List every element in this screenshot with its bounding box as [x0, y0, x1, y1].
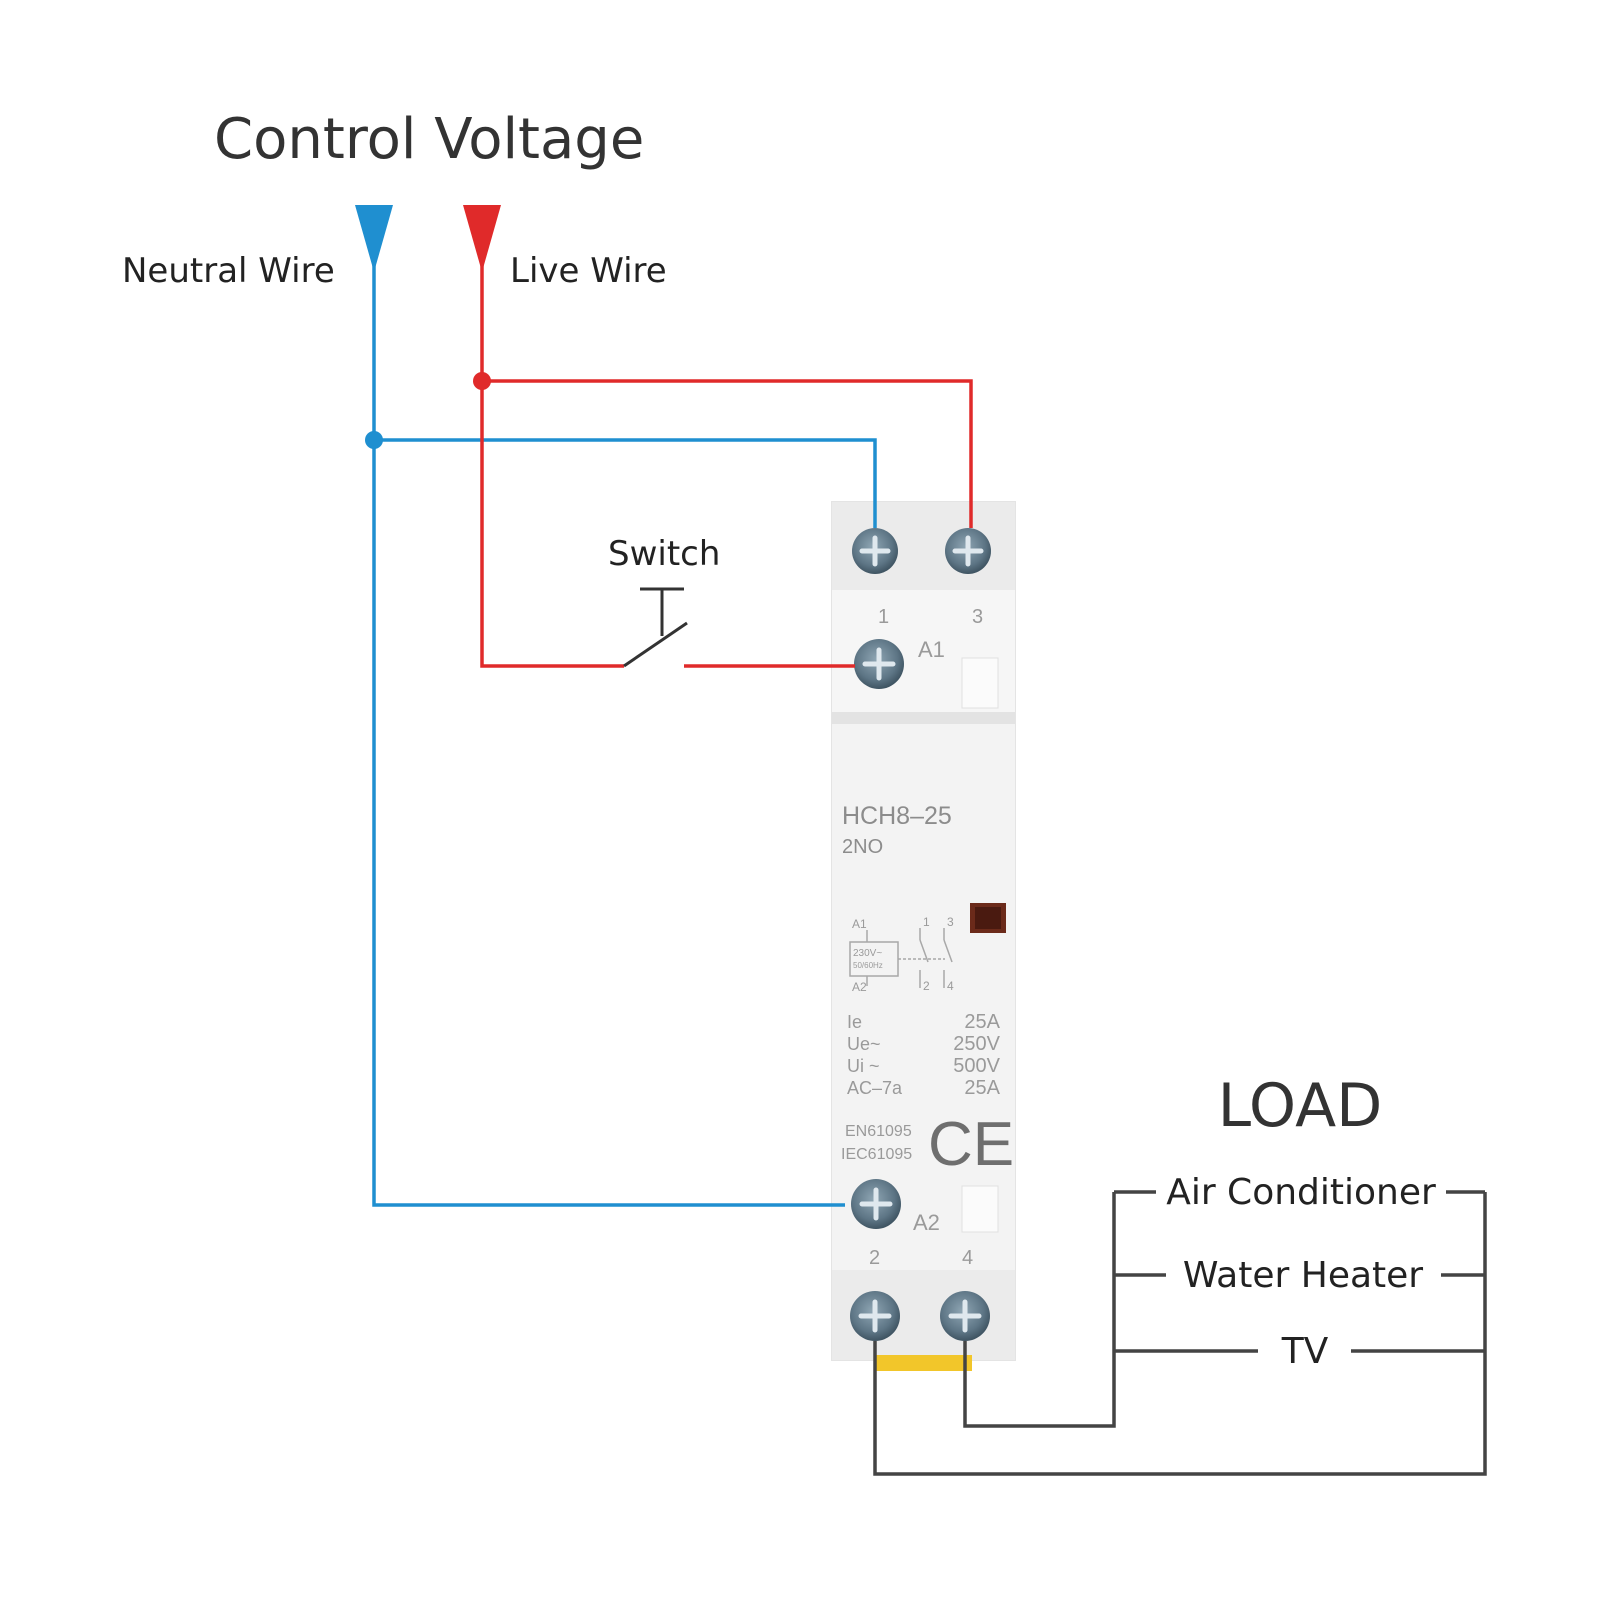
terminal-screw-3 [945, 528, 991, 574]
load-title: LOAD [1218, 1071, 1383, 1141]
neutral-wire-label: Neutral Wire [122, 251, 335, 291]
terminal-screw-a2 [851, 1179, 901, 1229]
schematic-coil-voltage: 230V~ [853, 948, 882, 959]
spec-name: AC–7a [847, 1078, 903, 1098]
spec-value: 250V [953, 1033, 1000, 1055]
switch-symbol [623, 587, 688, 668]
contactor-body [831, 501, 1016, 1371]
live-wire [480, 258, 973, 668]
load-wiring [873, 1190, 1487, 1476]
contactor-type: 2NO [842, 836, 883, 858]
schematic-label-a2: A2 [852, 980, 867, 994]
load-item-water-heater: Water Heater [1183, 1255, 1423, 1296]
schematic-label-c4: 4 [947, 979, 954, 993]
ce-mark: CE [928, 1110, 1014, 1179]
terminal-label-a2: A2 [913, 1210, 940, 1235]
terminal-screw-1 [852, 528, 898, 574]
terminal-label-3: 3 [972, 606, 983, 628]
device-schematic [849, 928, 953, 988]
terminal-screw-2 [850, 1291, 900, 1341]
switch-label: Switch [608, 534, 720, 574]
terminal-label-a1: A1 [918, 637, 945, 662]
schematic-coil-frequency: 50/60Hz [853, 961, 883, 970]
spec-value: 500V [953, 1055, 1000, 1077]
spec-name: Ie [847, 1012, 862, 1032]
schematic-label-c1: 1 [923, 915, 930, 929]
terminal-label-4: 4 [962, 1247, 973, 1269]
spec-value: 25A [964, 1011, 1000, 1033]
spec-name: Ui ~ [847, 1056, 880, 1076]
load-item-tv: TV [1281, 1331, 1329, 1372]
load-item-air-conditioner: Air Conditioner [1166, 1172, 1436, 1213]
spec-value: 25A [964, 1077, 1000, 1099]
live-arrow-icon [463, 205, 501, 272]
spec-table: Ie 25A Ue~ 250V Ui ~ 500V AC–7a 25A [847, 1011, 1001, 1099]
contactor-model: HCH8–25 [842, 802, 952, 830]
terminal-label-1: 1 [878, 606, 889, 628]
standard-en: EN61095 [845, 1123, 912, 1140]
terminal-label-2: 2 [869, 1247, 880, 1269]
schematic-label-c3: 3 [947, 915, 954, 929]
terminal-screw-a1 [854, 639, 904, 689]
neutral-wire [372, 258, 877, 1207]
terminal-screw-4 [940, 1291, 990, 1341]
page-title: Control Voltage [214, 107, 644, 172]
neutral-arrow-icon [355, 205, 393, 272]
neutral-junction [365, 431, 383, 449]
schematic-label-a1: A1 [852, 917, 867, 931]
live-wire-label: Live Wire [510, 251, 667, 291]
schematic-label-c2: 2 [923, 979, 930, 993]
live-junction [473, 372, 491, 390]
standard-iec: IEC61095 [841, 1146, 912, 1163]
spec-name: Ue~ [847, 1034, 881, 1054]
